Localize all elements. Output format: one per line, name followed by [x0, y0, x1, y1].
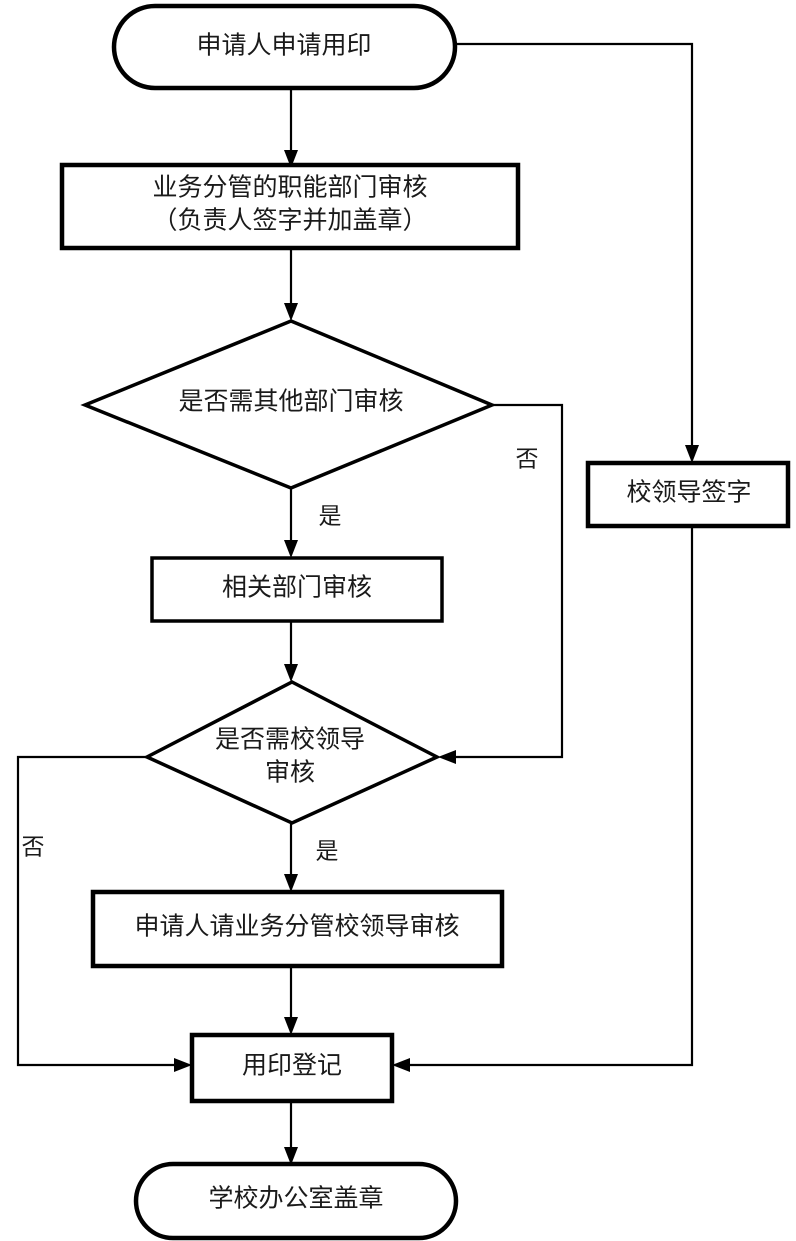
decision-school-leader-label-line2: 审核	[265, 759, 315, 787]
decision-other-dept-label: 是否需其他部门审核	[178, 388, 403, 416]
dept-review-label-line1: 业务分管的职能部门审核	[152, 174, 427, 202]
edge-dept-to-decision1	[284, 249, 298, 321]
apply-to-school-leader-label: 申请人请业务分管校领导审核	[134, 913, 459, 941]
node-apply-to-school-leader[interactable]: 申请人请业务分管校领导审核	[90, 889, 505, 969]
edge-label-decision2-yes: 是	[316, 838, 339, 863]
apply-to-school-leader-shape	[90, 889, 505, 969]
end-shape	[133, 1161, 459, 1241]
node-seal-register[interactable]: 用印登记	[189, 1032, 395, 1104]
edge-leadersign-to-register	[392, 526, 694, 1072]
leader-sign-label: 校领导签字	[626, 479, 751, 507]
node-start[interactable]: 申请人申请用印	[111, 3, 458, 91]
decision-other-dept-shape	[80, 319, 497, 490]
decision-school-leader-label-line1: 是否需校领导	[215, 726, 365, 754]
edge-decision2-no-to-register	[16, 755, 192, 1072]
edge-label-decision1-yes: 是	[319, 503, 342, 528]
edge-label-decision1-no: 否	[516, 446, 539, 471]
dept-review-label-line2: （负责人签字并加盖章）	[152, 207, 427, 235]
edge-label-decision2-no: 否	[22, 834, 45, 859]
related-dept-shape	[150, 556, 444, 623]
edge-register-to-end	[284, 1101, 298, 1165]
edge-start-to-dept	[284, 88, 298, 168]
edge-related-to-decision2	[284, 621, 298, 682]
decision-school-leader-shape	[142, 680, 442, 825]
start-shape	[111, 3, 458, 91]
node-leader-sign[interactable]: 校领导签字	[585, 460, 791, 529]
node-decision-school-leader[interactable]: 是否需校领导 审核	[142, 680, 442, 825]
end-label: 学校办公室盖章	[208, 1185, 383, 1213]
edge-decision2-yes-to-applyleader	[284, 824, 298, 892]
dept-review-shape	[59, 162, 521, 251]
edge-applyleader-to-register	[284, 966, 298, 1035]
seal-register-label: 用印登记	[242, 1052, 342, 1080]
edge-decision1-yes-to-related	[284, 489, 298, 558]
edge-decision1-no-to-decision2	[438, 403, 564, 764]
leader-sign-shape	[585, 460, 791, 529]
node-related-dept[interactable]: 相关部门审核	[150, 556, 444, 623]
node-dept-review[interactable]: 业务分管的职能部门审核 （负责人签字并加盖章）	[59, 162, 521, 251]
node-decision-other-dept[interactable]: 是否需其他部门审核	[80, 319, 497, 490]
start-label: 申请人申请用印	[196, 32, 371, 60]
related-dept-label: 相关部门审核	[222, 574, 372, 602]
seal-register-shape	[189, 1032, 395, 1104]
node-end[interactable]: 学校办公室盖章	[133, 1161, 459, 1241]
edge-start-to-leadersign	[455, 42, 699, 463]
